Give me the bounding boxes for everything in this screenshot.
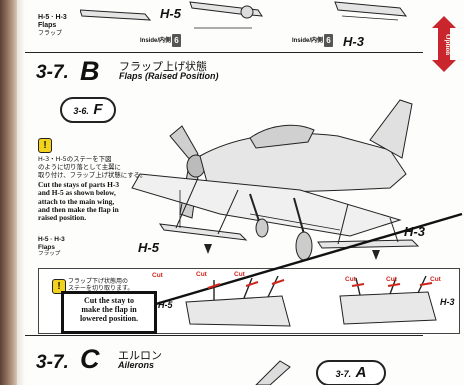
label-h5: H-5 <box>138 240 159 255</box>
callout-leader-line <box>155 212 463 306</box>
cut-label-3: Cut <box>234 271 245 278</box>
detail-part-h5: H-5 <box>158 300 173 310</box>
note-jp: H-3・H-5のステーを下図 のように切り落として主翼に 取り付け、フラップ上げ… <box>38 155 146 179</box>
ref-bubble-3-7-a: 3-7. A <box>316 360 386 385</box>
note-en-line-5: raised position. <box>38 213 87 223</box>
cut-callout-line-3: lowered position. <box>79 314 139 323</box>
top-right-flap <box>334 1 408 17</box>
top-center-part: H-5 <box>160 6 181 21</box>
main-wing <box>131 173 402 237</box>
top-wheel <box>240 5 254 19</box>
ref-step-letter: F <box>93 101 103 118</box>
paint-number-2: 6 <box>324 34 333 47</box>
cut-label-6: Cut <box>430 276 441 283</box>
cut-note-icon: ! <box>52 279 66 294</box>
step-c-number: 3-7. <box>36 352 69 373</box>
step-b-number: 3-7. <box>36 62 69 83</box>
cut-label-5: Cut <box>386 276 397 283</box>
top-parts-numbers: H-5 · H-3 <box>38 14 67 21</box>
flap-h5 <box>158 223 248 241</box>
option-tab: Option <box>424 14 464 74</box>
cut-label-4: Cut <box>345 276 356 283</box>
step-b-letter: B <box>80 56 100 86</box>
propeller-blade-top <box>169 125 199 161</box>
note-en: Cut the stays of parts H-3 and H-5 as sh… <box>38 180 120 223</box>
paint-number-1: 6 <box>172 34 181 47</box>
note-en-line-2: and H-5 as shown below, <box>38 188 116 198</box>
tail-fin <box>369 99 413 159</box>
top-parts-ref: H-5 · H-3 Flaps フラップ <box>38 14 67 38</box>
option-arrow-icon <box>432 16 456 72</box>
cut-note-jp-line-1: フラップ下げ状態用の <box>68 278 129 285</box>
divider-bottom <box>25 335 423 336</box>
detail-flap-h3 <box>339 291 437 325</box>
cut-callout: Cut the stay to make the flap in lowered… <box>61 291 157 334</box>
ref-bubble-3-6-f: 3-6. F <box>60 97 116 123</box>
parts-ref-b: H-5 · H-3 Flaps フラップ <box>38 236 65 259</box>
book-spine <box>0 0 17 385</box>
cut-callout-line-2: make the flap in <box>81 305 137 314</box>
detail-flap-h5 <box>185 295 291 327</box>
step-c-title-jp: エルロン <box>118 349 162 362</box>
top-inside-label-2: Inside/内側 <box>292 38 324 44</box>
top-left-flap <box>80 9 152 21</box>
top-parts-label-en: Flaps <box>38 22 57 29</box>
note-jp-line-3: 取り付け、フラップ上げ状態にする。 <box>38 171 147 179</box>
option-label: Option <box>444 34 452 56</box>
parts-ref-numbers: H-5 · H-3 <box>38 236 65 243</box>
detail-part-h3: H-3 <box>440 297 455 307</box>
flap-h3 <box>317 239 420 249</box>
note-en-line-4: and then make the flap in <box>38 204 119 214</box>
label-h3: H-3 <box>404 224 425 239</box>
cut-label-1: Cut <box>152 272 163 279</box>
step-c-title-en: Ailerons <box>118 360 155 370</box>
ref-c-step-number: 3-7. <box>335 369 352 379</box>
note-jp-line-2: のように切り落として主翼に <box>38 163 121 171</box>
note-en-line-1: Cut the stays of parts H-3 <box>38 180 120 189</box>
cut-note-jp: フラップ下げ状態用の ステーを切り取ります。 <box>68 278 133 292</box>
top-parts-label-jp: フラップ <box>38 30 63 37</box>
note-icon: ! <box>38 138 52 153</box>
left-wheel <box>255 218 269 238</box>
top-flaps-illustration <box>80 1 408 29</box>
cut-detail-illustration <box>155 212 463 327</box>
top-inside-label-1: Inside/内側 <box>140 38 172 44</box>
divider-top <box>25 52 423 53</box>
cut-note-jp-line-2: ステーを切り取ります。 <box>68 285 134 292</box>
cut-callout-line-1: Cut the stay to <box>84 296 134 305</box>
canopy <box>249 124 315 149</box>
parts-ref-en: Flaps <box>38 243 55 251</box>
step-b-title-en: Flaps (Raised Position) <box>119 71 219 81</box>
step-b-title-jp: フラップ上げ状態 <box>119 60 207 73</box>
note-jp-line-1: H-3・H-5のステーを下図 <box>38 155 112 163</box>
note-en-line-3: attach to the main wing, <box>38 196 115 206</box>
parts-ref-jp: フラップ <box>38 251 61 257</box>
cut-label-2: Cut <box>196 271 207 278</box>
ref-c-step-letter: A <box>355 364 367 381</box>
top-right-part: H-3 <box>343 34 364 49</box>
page-fold <box>17 0 25 385</box>
aircraft-illustration <box>131 99 420 261</box>
propeller-partial <box>255 360 291 385</box>
step-c-letter: C <box>80 344 100 374</box>
ref-step-number: 3-6. <box>73 106 89 116</box>
